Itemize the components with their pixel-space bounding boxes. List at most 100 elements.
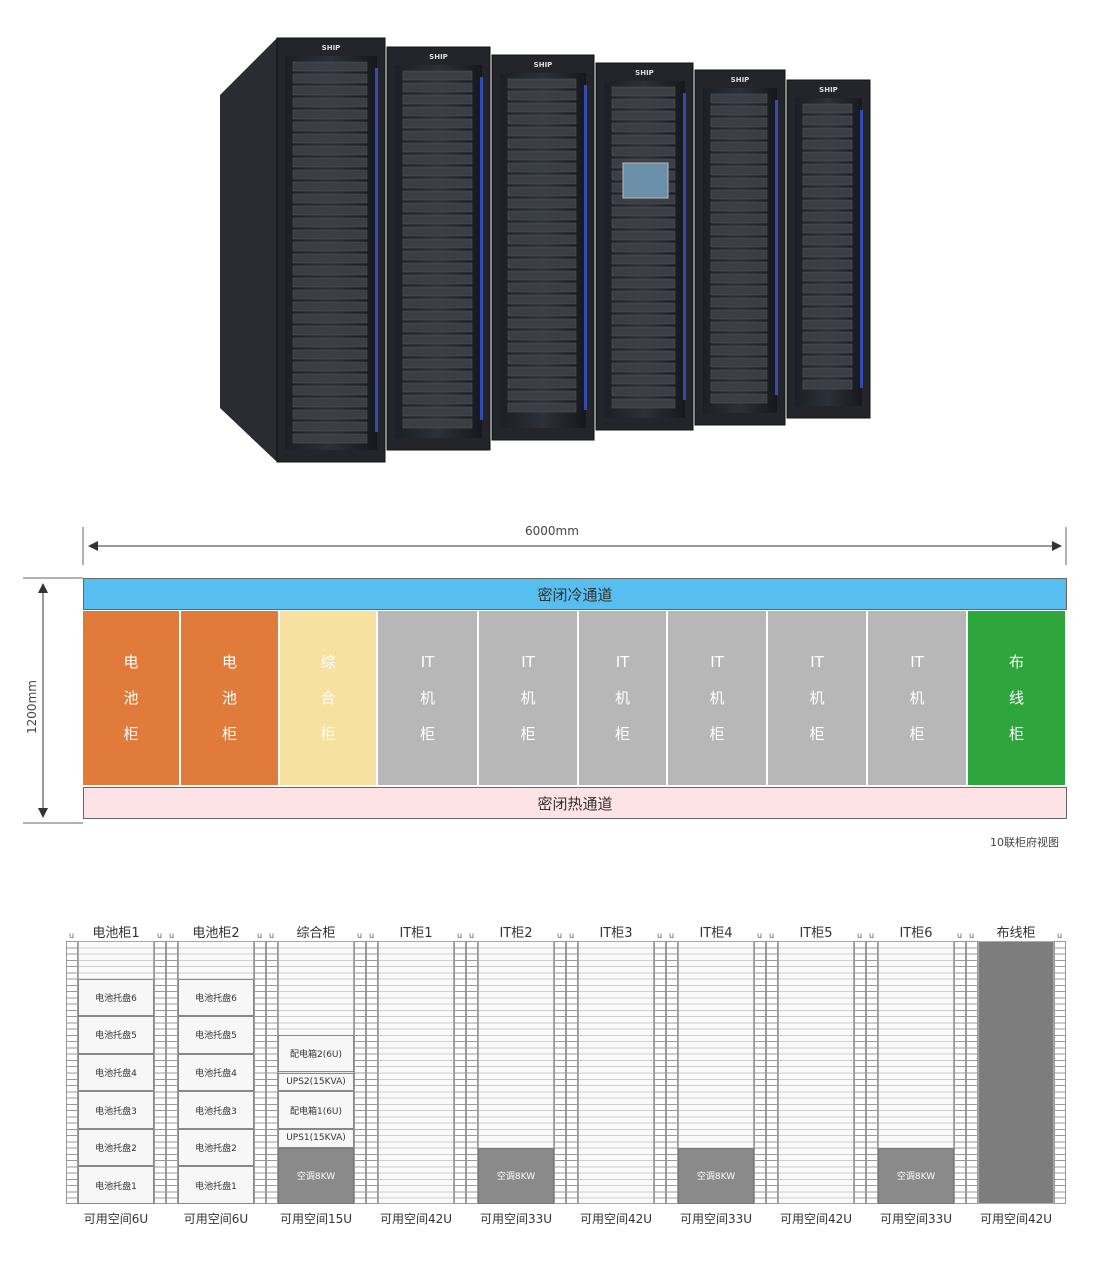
rack-body (578, 941, 654, 1204)
unit-label: u (1057, 931, 1063, 940)
server-unit (402, 250, 473, 261)
server-unit (402, 406, 473, 417)
unit-rail (466, 941, 478, 1204)
server-unit (710, 93, 768, 104)
plan-cabinet-label: 机 (909, 689, 925, 707)
server-unit (802, 295, 853, 306)
rack-led-strip (480, 77, 483, 420)
unit-label: u (269, 931, 275, 940)
rack-title: IT柜3 (599, 926, 633, 941)
unit-label: u (957, 931, 963, 940)
equipment-slot: 电池托盘4 (78, 1053, 154, 1092)
brand-logo: SHIP (429, 53, 448, 61)
server-unit (802, 343, 853, 354)
server-unit (292, 325, 368, 336)
server-unit (402, 94, 473, 105)
server-unit (402, 346, 473, 357)
plan-cabinet-label: IT (810, 653, 824, 671)
equipment-slot: 电池托盘3 (178, 1091, 254, 1129)
server-unit (402, 358, 473, 369)
unit-label: u (169, 931, 175, 940)
server-unit (292, 277, 368, 288)
server-unit (292, 409, 368, 420)
server-unit (292, 73, 368, 84)
equipment-slot: 电池托盘2 (78, 1128, 154, 1167)
plan-cabinet-label: 电 (221, 653, 237, 671)
server-unit (402, 70, 473, 81)
equipment-slot: 电池托盘5 (178, 1016, 254, 1054)
plan-cabinet-label: IT (710, 653, 724, 671)
server-unit (611, 206, 676, 217)
server-unit (507, 282, 577, 293)
plan-cabinet-label: 柜 (1008, 725, 1024, 743)
plan-cabinet-label: 柜 (614, 725, 630, 743)
server-unit (402, 298, 473, 309)
rack-title: 布线柜 (996, 926, 1036, 941)
server-unit (611, 110, 676, 121)
plan-cabinet-label: 柜 (909, 725, 925, 743)
unit-rail (854, 941, 866, 1204)
server-unit (611, 134, 676, 145)
server-unit (292, 85, 368, 96)
unit-label: u (769, 931, 775, 940)
server-unit (292, 385, 368, 396)
unit-rail (66, 941, 78, 1204)
rack-title: IT柜2 (499, 926, 533, 941)
server-unit (802, 103, 853, 114)
plan-cabinet-label: 柜 (419, 725, 435, 743)
brand-logo: SHIP (635, 69, 654, 77)
plan-cabinet-label: 柜 (809, 725, 825, 743)
unit-rail (754, 941, 766, 1204)
unit-rail (454, 941, 466, 1204)
plan-cabinet-label: 线 (1008, 689, 1024, 707)
server-unit (507, 138, 577, 149)
rack-title: IT柜1 (399, 926, 433, 941)
server-unit (292, 157, 368, 168)
server-unit (611, 242, 676, 253)
plan-cabinet-label: IT (420, 653, 435, 671)
plan-cabinet: 电池柜 (181, 611, 280, 785)
unit-label: u (469, 931, 475, 940)
server-unit (802, 307, 853, 318)
server-unit (402, 286, 473, 297)
plan-cabinet-label: 柜 (709, 725, 725, 743)
available-space-label: 可用空间33U (479, 1212, 553, 1226)
unit-rail (354, 941, 366, 1204)
equipment-slot: 电池托盘4 (178, 1053, 254, 1092)
plan-cabinet-label: 池 (221, 689, 237, 707)
server-unit (292, 217, 368, 228)
server-unit (802, 319, 853, 330)
server-unit (402, 322, 473, 333)
rack-body (378, 941, 454, 1204)
server-unit (402, 370, 473, 381)
server-unit (611, 122, 676, 133)
server-unit (611, 302, 676, 313)
server-unit (402, 394, 473, 405)
server-unit (611, 398, 676, 409)
server-unit (402, 106, 473, 117)
rack-title: IT柜5 (799, 926, 833, 941)
unit-label: u (869, 931, 875, 940)
server-unit (402, 178, 473, 189)
server-unit (507, 150, 577, 161)
available-space-label: 可用空间42U (979, 1212, 1053, 1226)
unit-rail (866, 941, 878, 1204)
cold-aisle: 密闭冷通道 (83, 578, 1067, 610)
server-unit (611, 254, 676, 265)
server-unit (710, 129, 768, 140)
server-unit (507, 294, 577, 305)
rack-led-strip (375, 68, 378, 432)
rack-led-strip (584, 85, 587, 410)
plan-cabinet: 综合柜 (280, 611, 378, 785)
unit-rail (166, 941, 178, 1204)
server-unit (802, 259, 853, 270)
plan-cabinet-label: 综 (320, 653, 336, 671)
server-unit (507, 354, 577, 365)
server-unit (507, 330, 577, 341)
rack-side-panel (220, 38, 277, 462)
server-unit (710, 105, 768, 116)
rack-title: 电池柜1 (92, 926, 140, 941)
